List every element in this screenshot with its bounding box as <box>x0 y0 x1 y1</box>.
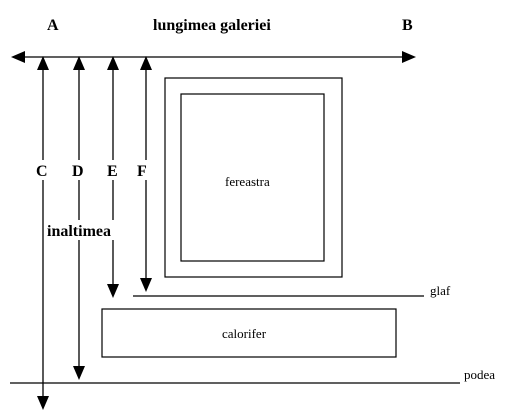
point-b-label: B <box>402 17 413 34</box>
dimension-c-arrow <box>37 56 49 410</box>
dimension-d-label: D <box>72 163 84 180</box>
point-a-label: A <box>47 17 59 34</box>
radiator-label: calorifer <box>222 326 267 341</box>
gallery-length-arrow <box>11 51 416 63</box>
dimension-d-arrow <box>73 56 85 380</box>
height-label: inaltimea <box>47 223 111 240</box>
dimension-e-label: E <box>107 163 118 180</box>
window-outer-frame <box>164 77 343 278</box>
sill-label: glaf <box>430 283 451 298</box>
radiator-box <box>101 308 397 358</box>
window-inner-frame <box>180 93 325 262</box>
gallery-length-label: lungimea galeriei <box>153 17 271 34</box>
dimension-c-label: C <box>36 163 48 180</box>
dimension-f-label: F <box>137 163 147 180</box>
floor-label: podea <box>464 367 495 382</box>
window-label: fereastra <box>225 174 270 189</box>
